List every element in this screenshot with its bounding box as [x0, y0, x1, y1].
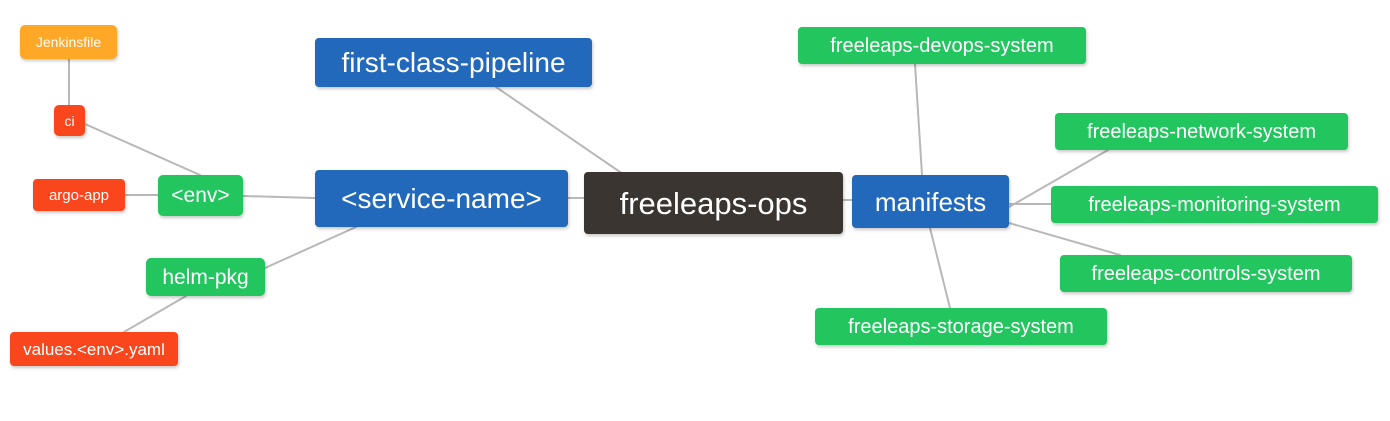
node-service-name[interactable]: <service-name> [315, 170, 568, 227]
node-label-helm-pkg: helm-pkg [162, 265, 249, 289]
node-freeleaps-controls-system[interactable]: freeleaps-controls-system [1060, 255, 1352, 292]
edge-values-env-yaml-to-helm-pkg [123, 295, 187, 333]
node-label-freeleaps-ops: freeleaps-ops [619, 185, 808, 221]
edge-manifests-to-freeleaps-controls-system [1008, 222, 1121, 256]
node-label-freeleaps-controls-system: freeleaps-controls-system [1091, 262, 1321, 285]
node-freeleaps-ops[interactable]: freeleaps-ops [584, 172, 843, 234]
node-jenkinsfile[interactable]: Jenkinsfile [20, 25, 117, 59]
node-label-freeleaps-devops-system: freeleaps-devops-system [830, 34, 1054, 57]
edge-helm-pkg-to-service-name [264, 226, 357, 269]
node-label-ci: ci [64, 112, 75, 129]
edge-manifests-to-freeleaps-devops-system [914, 63, 923, 176]
node-label-values-env-yaml: values.<env>.yaml [23, 339, 165, 359]
node-freeleaps-storage-system[interactable]: freeleaps-storage-system [815, 308, 1107, 345]
node-ci[interactable]: ci [54, 105, 85, 136]
node-values-env-yaml[interactable]: values.<env>.yaml [10, 332, 178, 366]
node-freeleaps-monitoring-system[interactable]: freeleaps-monitoring-system [1051, 186, 1378, 223]
node-helm-pkg[interactable]: helm-pkg [146, 258, 265, 296]
node-label-freeleaps-storage-system: freeleaps-storage-system [848, 315, 1074, 338]
node-label-jenkinsfile: Jenkinsfile [35, 34, 102, 50]
node-manifests[interactable]: manifests [852, 175, 1009, 228]
node-label-env: <env> [171, 184, 230, 207]
node-label-argo-app: argo-app [48, 186, 110, 204]
node-first-class-pipeline[interactable]: first-class-pipeline [315, 38, 592, 87]
edge-first-class-pipeline-to-freeleaps-ops [495, 86, 621, 173]
node-argo-app[interactable]: argo-app [33, 179, 125, 211]
node-freeleaps-devops-system[interactable]: freeleaps-devops-system [798, 27, 1086, 64]
edge-manifests-to-freeleaps-storage-system [929, 227, 951, 309]
edge-env-to-service-name [242, 195, 316, 199]
node-freeleaps-network-system[interactable]: freeleaps-network-system [1055, 113, 1348, 150]
node-label-freeleaps-network-system: freeleaps-network-system [1087, 120, 1316, 143]
edge-ci-to-env [84, 123, 201, 176]
node-label-first-class-pipeline: first-class-pipeline [341, 46, 566, 78]
node-label-manifests: manifests [874, 186, 987, 217]
node-label-freeleaps-monitoring-system: freeleaps-monitoring-system [1088, 193, 1341, 216]
node-env[interactable]: <env> [158, 175, 243, 216]
node-label-service-name: <service-name> [341, 182, 542, 214]
